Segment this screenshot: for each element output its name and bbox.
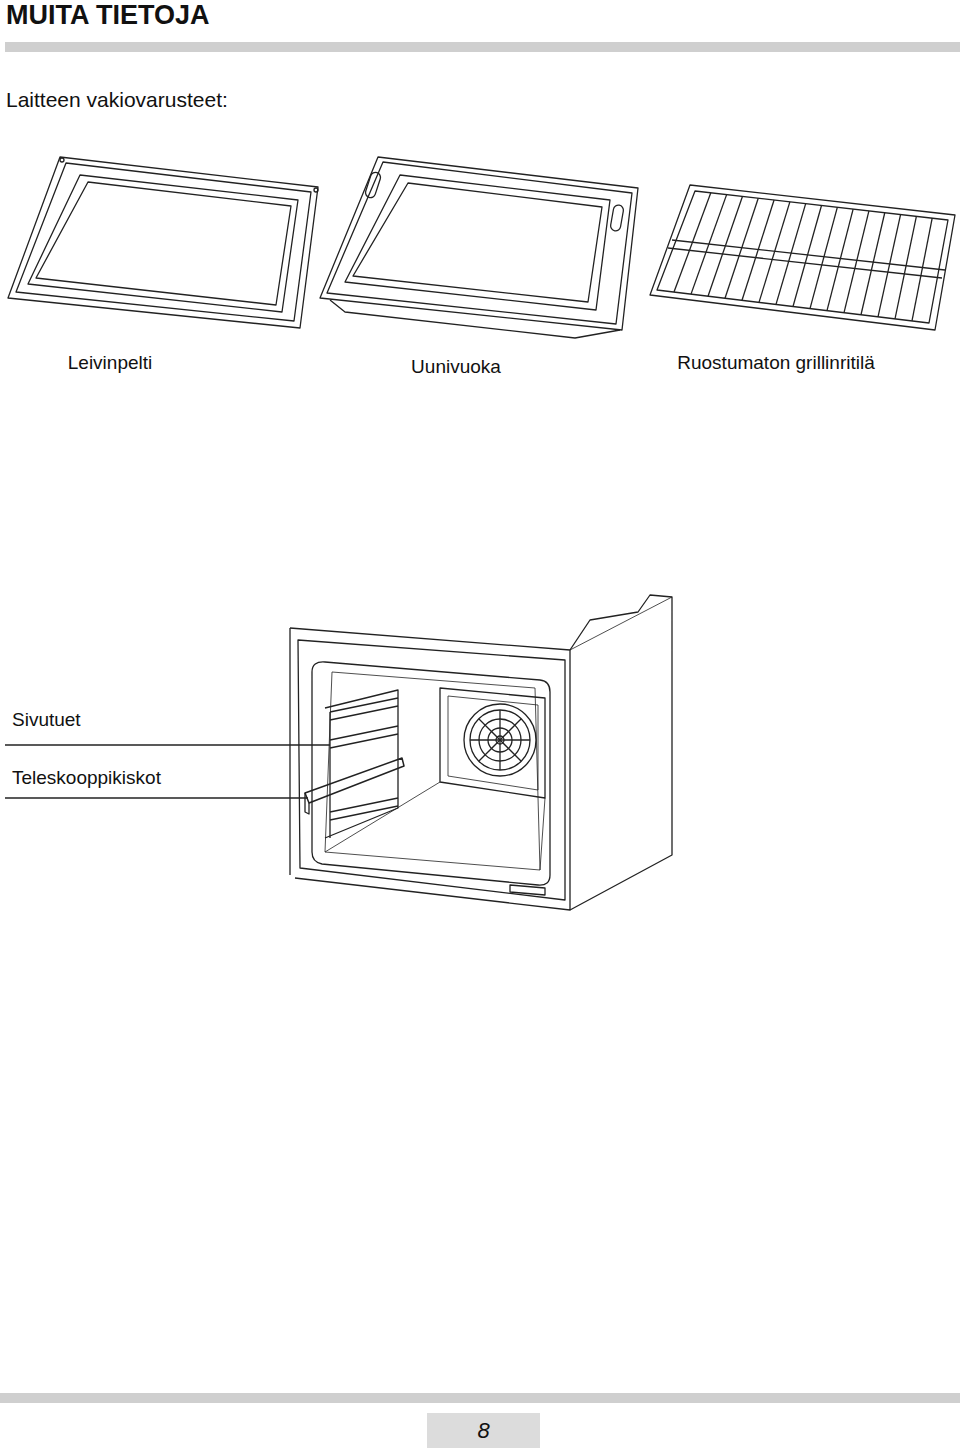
rack-wire xyxy=(878,215,901,317)
header-bar xyxy=(5,42,960,52)
part-name: Ruostumaton grillinritilä xyxy=(677,352,874,374)
rack-wire xyxy=(691,195,727,295)
rack-wire xyxy=(742,200,774,300)
rack-wire xyxy=(895,216,916,319)
part-name: Leivinpelti xyxy=(68,352,153,374)
rack-wire xyxy=(810,207,837,308)
oven-pan xyxy=(320,157,638,338)
leader-line xyxy=(5,797,308,798)
rack-wire xyxy=(912,218,932,321)
part-name: Uunivuoka xyxy=(411,356,501,378)
rack-wire xyxy=(725,198,758,298)
part-name: Teleskooppikiskot xyxy=(12,767,161,789)
rack-wire xyxy=(793,206,822,307)
rack-wire xyxy=(759,202,790,303)
rack-wire xyxy=(776,204,806,305)
grill-rack xyxy=(650,185,955,330)
page-number-box: 8 xyxy=(427,1413,540,1448)
rack-wire xyxy=(674,193,711,292)
rack-wire xyxy=(708,196,742,296)
page-title: MUITA TIETOJA xyxy=(6,0,210,31)
footer-bar xyxy=(0,1393,960,1403)
section-heading: Laitteen vakiovarusteet: xyxy=(6,88,228,112)
oven-cavity xyxy=(5,595,672,910)
page-number: 8 xyxy=(477,1418,489,1444)
part-name: Sivutuet xyxy=(12,709,81,731)
rack-wire xyxy=(827,209,853,311)
leader-line xyxy=(5,744,330,745)
baking-sheet xyxy=(8,157,318,328)
